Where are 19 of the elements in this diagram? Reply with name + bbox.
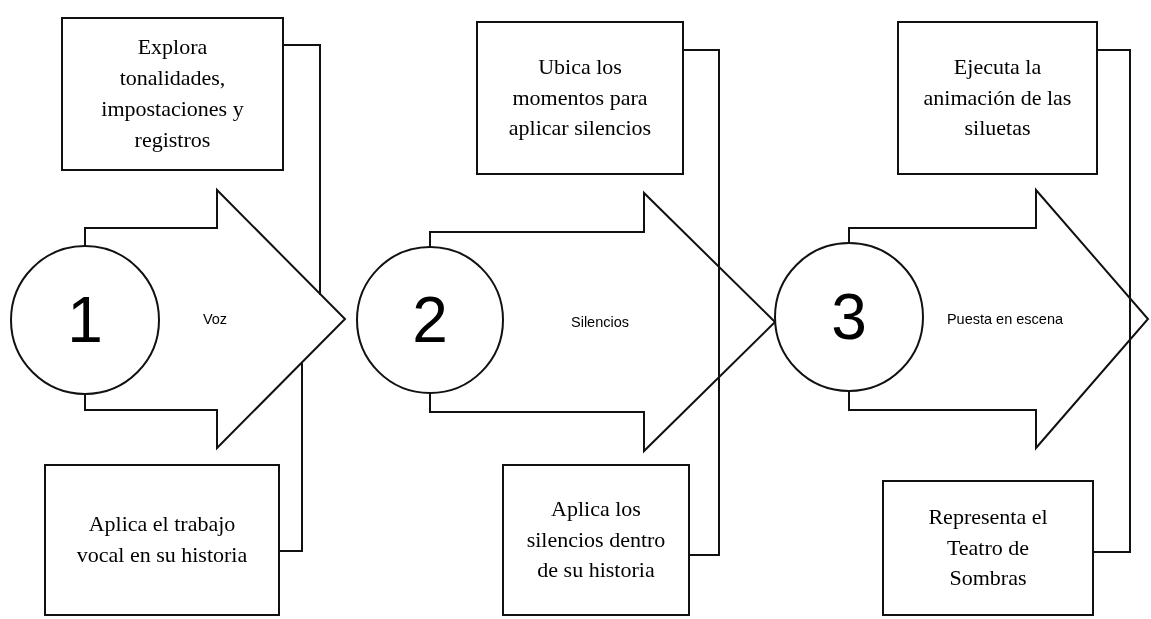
box-text: Explora tonalidades, impostaciones y registros [100,33,245,154]
bracket-line [1093,49,1131,553]
box-text: Ejecuta la animación de las siluetas [922,52,1073,143]
box-text: Aplica el trabajo vocal en su historia [75,510,249,569]
box-text: Aplica los silencios dentro de su historia [526,494,666,585]
box-text: Ubica los momentos para aplicar silencios [507,52,653,143]
box-text: Representa el Teatro de Sombras [927,502,1049,593]
step-number: 1 [67,288,103,352]
step-number: 2 [412,288,448,352]
text-box [61,17,284,171]
text-box [502,464,690,616]
leader-line [279,362,303,552]
leader-line [283,44,321,296]
step-number: 3 [831,285,867,349]
text-box [44,464,280,616]
text-box [476,21,684,175]
text-box [897,21,1098,175]
bracket-line [683,49,720,556]
text-box [882,480,1094,616]
